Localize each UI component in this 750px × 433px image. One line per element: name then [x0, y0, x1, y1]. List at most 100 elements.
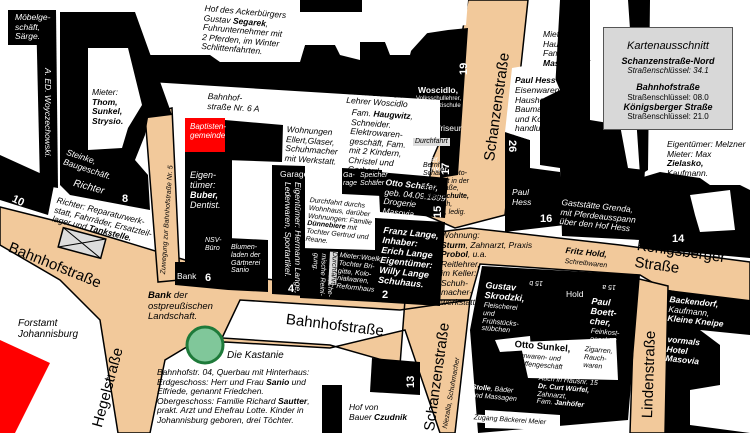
- building-faerberei: [300, 248, 375, 302]
- label-text: Wohnung:: [441, 230, 480, 240]
- label-bold: Janhöfer: [554, 399, 585, 410]
- label-woyczechowski: A. ED. Woyczechowski.: [43, 68, 53, 158]
- label-zigarren: Zigarren, Rauch- waren: [583, 346, 613, 371]
- label-paul-hess: Paul Hess: [515, 75, 556, 85]
- yard-hess: [505, 62, 560, 165]
- legend-street: Bahnhofstraße: [636, 82, 700, 93]
- building-top-strip: [150, 28, 468, 178]
- label-paul-hess-block: Paul Hess: [512, 187, 532, 207]
- building-blumen: [228, 238, 268, 292]
- label-text: Eigen- tümer:: [190, 170, 217, 191]
- label-names: Thom, Sunkel, Strysio.: [92, 96, 124, 126]
- label-bahnhofstrasse-6a: Bahnhof- straße Nr. 6 A: [207, 91, 260, 114]
- building-forstamt: [0, 340, 50, 433]
- yard-backendorf: [690, 330, 750, 433]
- legend-key: Straßenschlüssel: 34.1: [627, 65, 709, 75]
- building-franz-lange: [375, 218, 445, 306]
- label-baptistengemeinde: Baptisten- gemeinde: [190, 122, 227, 140]
- label-boettcher-sub: Feinkost- geschäft: [589, 328, 620, 346]
- label-text: , u.a. Reitlehrer, im Keller: Schuh- mac…: [441, 249, 487, 307]
- building-garage-speicher: [342, 168, 382, 196]
- yard-sunkel: [520, 338, 618, 380]
- label-nsv-buero: NSV- Büro: [205, 237, 222, 252]
- label-bold: Czudnik: [374, 411, 408, 422]
- label-zoellner: Zöllner, Elektriker: [412, 154, 448, 174]
- house-number: 16: [540, 213, 553, 225]
- house-number: 17: [440, 162, 452, 175]
- building-otto-schaefer: [378, 172, 448, 218]
- legend-box: Kartenausschnitt Schanzenstraße-Nord Str…: [603, 27, 733, 130]
- label-backendorf: Backendorf, Kaufmann, Kleine Kneipe: [667, 294, 726, 329]
- legend-title: Kartenausschnitt: [627, 40, 709, 52]
- building-lange: [272, 165, 305, 296]
- label-bold: Kampschulte,: [423, 193, 469, 201]
- building-bank: [175, 262, 228, 290]
- label-text: Bernhard Schäfer, Foto- geschäft in der …: [423, 162, 469, 193]
- label-text: Mieter:: [92, 87, 118, 97]
- label-woelk: Mieter:Woelk, Tochter Bri- gitte, Kolo- …: [335, 252, 383, 295]
- label-text: Kaufmann.: [667, 167, 709, 178]
- legend-street: Königsberger Straße: [623, 101, 713, 112]
- label-durchfahrt-wohnhaus: Durchfahrt durchs Wohnhaus, darüber Wohn…: [305, 197, 374, 250]
- tree-kastanie-icon: [185, 325, 225, 365]
- label-bold: Sautter: [277, 395, 308, 406]
- house-number: 6: [205, 272, 212, 284]
- label-text: , Zahnarzt, Praxis: [465, 239, 533, 250]
- label-blumenladen: Blumen- laden der Gärtnerei Sanio: [231, 244, 261, 275]
- label-hold: Hold: [566, 289, 584, 299]
- house-number: 26: [506, 140, 518, 153]
- label-garage: Garage: [280, 169, 309, 179]
- label-15b: 15 b: [529, 279, 543, 286]
- label-skrodzki: Gustav Skrodzki,: [484, 280, 525, 304]
- label-buber: Eigen- tümer:Buber,Dentist.: [190, 170, 221, 210]
- label-bernhard-schaefer: Bernhard Schäfer, Foto- geschäft in der …: [423, 162, 469, 217]
- crossed-box-tankstelle: [57, 226, 107, 260]
- street-label-lindenstrasse: Lindenstraße: [639, 330, 660, 419]
- label-skrodzki-sub: Fleischerei und Frühstücks- stübchen: [481, 302, 520, 335]
- church-baptisten: [185, 118, 225, 152]
- building-13: [370, 358, 420, 395]
- label-mieter: Mieter:Thom, Sunkel, Strysio.: [92, 87, 124, 126]
- label-garage-small: Ga- rage: [343, 172, 358, 187]
- house-number: 14: [672, 233, 685, 245]
- legend-key: Straßenschlüssel: 21.0: [627, 112, 709, 122]
- label-vormals-masovia: vormals Hotel Masovia: [665, 334, 701, 367]
- label-kastanie: Die Kastanie: [227, 350, 284, 361]
- label-text: Eigentümer: Melzner Mieter: Max: [667, 139, 746, 159]
- label-bold: Zielasko,: [667, 158, 704, 169]
- building-hess: [505, 132, 565, 232]
- building-buber: [185, 150, 232, 268]
- label-forstamt: Forstamt Johannisburg: [18, 318, 79, 341]
- house-number: 19: [458, 62, 470, 75]
- label-wuerfel: Auch in Hausnr. 15 Dr. Curt Würfel, Zahn…: [536, 375, 598, 411]
- label-hermann-lange: Eigentümer: Hermann Lange, Lederwaren, S…: [283, 182, 303, 294]
- house-number: 4: [288, 283, 295, 295]
- label-moebel: Möbelge- schäft, Särge.: [15, 12, 51, 42]
- label-haugwitz: Fam. Haugwitz, Schneider. Elektrowaren- …: [347, 107, 414, 179]
- building-woyczechowski: [36, 10, 58, 188]
- label-sturm: Wohnung: Sturm, Zahnarzt, Praxis Probol,…: [441, 230, 533, 307]
- label-text: der ostpreußischen Landschaft.: [148, 290, 213, 323]
- building-czudnik: [322, 385, 342, 433]
- building-10: [0, 155, 55, 215]
- building-grenda: [540, 0, 645, 240]
- label-czudnik: Hof von Bauer Czudnik: [349, 402, 408, 422]
- label-text: Dentist.: [190, 200, 221, 211]
- label-boettcher: Paul Boett- cher,: [589, 296, 618, 328]
- label-masslowski: Mieter in Haus Nr. 26: Fam. Masslowski: [543, 29, 591, 68]
- label-bank-landschaft: Bank der ostpreußischen Landschaft.: [148, 290, 213, 323]
- house-number: 2: [382, 289, 389, 301]
- label-text: Hof von Bauer: [349, 402, 379, 422]
- label-durchfahrt: Durchfahrt: [413, 138, 450, 146]
- house-number: 13: [405, 375, 417, 388]
- label-text: , Schneider. Elektrowaren- geschäft, Fam…: [347, 111, 414, 177]
- label-15a: 15 a: [602, 283, 616, 290]
- label-hof-segarek: Hof des Ackerbürgers Gustav Segarek, Fuh…: [201, 3, 287, 59]
- label-muentel: Müntel, Herrenfriseur: [412, 113, 462, 133]
- label-speicher: Speicher Schäfer: [360, 172, 388, 187]
- label-bold: Masslowski: [543, 57, 591, 68]
- label-bold: Bank: [148, 290, 172, 301]
- label-kutzner: Frau Kutzner, Schwester von Lehrer Wosci…: [346, 76, 409, 110]
- label-querbau: Bahnhofstr. 04, Querbau mit Hinterhaus: …: [157, 367, 310, 425]
